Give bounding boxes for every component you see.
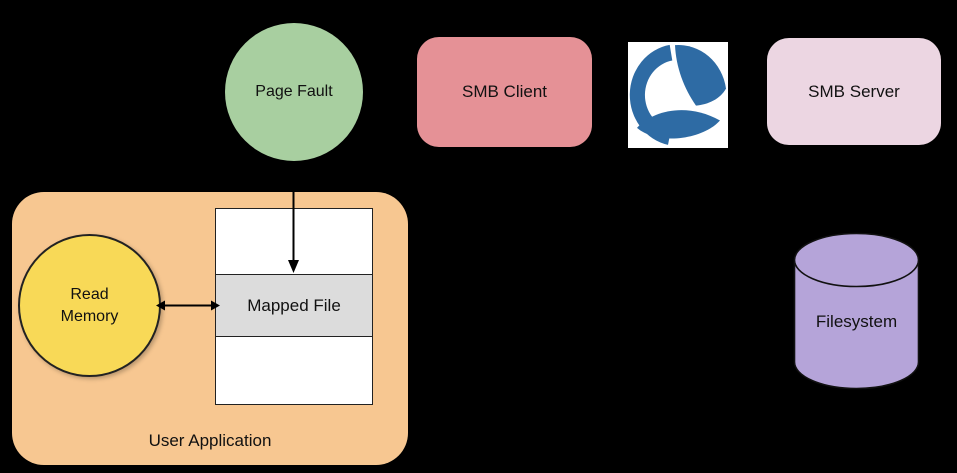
read-memory-circle: Read Memory [18,234,161,377]
smb-server-label: SMB Server [808,81,900,101]
mapped-file-segment: Mapped File [216,274,372,337]
user-application-label: User Application [148,431,272,450]
mapped-file-stack: Mapped File [215,208,373,405]
page-fault-label: Page Fault [255,83,333,100]
read-memory-label: Read Memory [60,285,119,325]
mapped-file-bottom-segment [216,337,372,404]
smb-server-box: SMB Server [767,38,941,145]
cylinder-shape [793,232,920,390]
wireshark-logo [628,42,728,148]
filesystem-label: Filesystem [815,312,898,331]
wireshark-icon [629,44,726,145]
filesystem-cylinder: Filesystem [793,232,920,390]
smb-client-label: SMB Client [461,82,548,101]
mapped-file-label: Mapped File [247,295,341,315]
page-fault-circle: Page Fault [225,23,363,161]
mapped-file-top-segment [216,209,372,274]
smb-client-box: SMB Client [417,37,592,147]
